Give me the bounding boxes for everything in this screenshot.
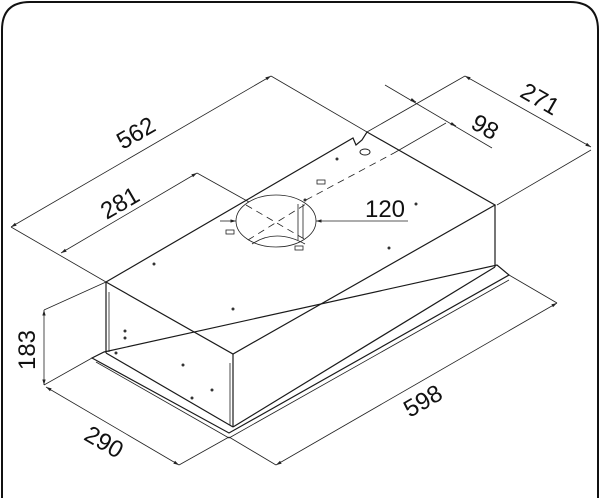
dim-depth-top: 271	[516, 78, 564, 121]
dim-outlet-diameter: 120	[365, 196, 405, 223]
dim-rear-offset: 98	[466, 109, 503, 146]
dim-width-bottom: 598	[399, 380, 447, 423]
dimension-lines	[10, 75, 592, 466]
hood-flange	[90, 264, 511, 439]
air-outlet	[235, 194, 317, 248]
dim-width-top: 562	[112, 112, 160, 155]
dim-depth-bottom: 290	[80, 421, 128, 464]
mounting-slots	[225, 179, 326, 251]
cable-grommet	[359, 148, 371, 156]
hood-body	[104, 131, 497, 428]
screw-holes	[114, 157, 418, 400]
dim-height: 183	[14, 330, 41, 370]
dim-outlet-offset: 281	[96, 182, 144, 225]
